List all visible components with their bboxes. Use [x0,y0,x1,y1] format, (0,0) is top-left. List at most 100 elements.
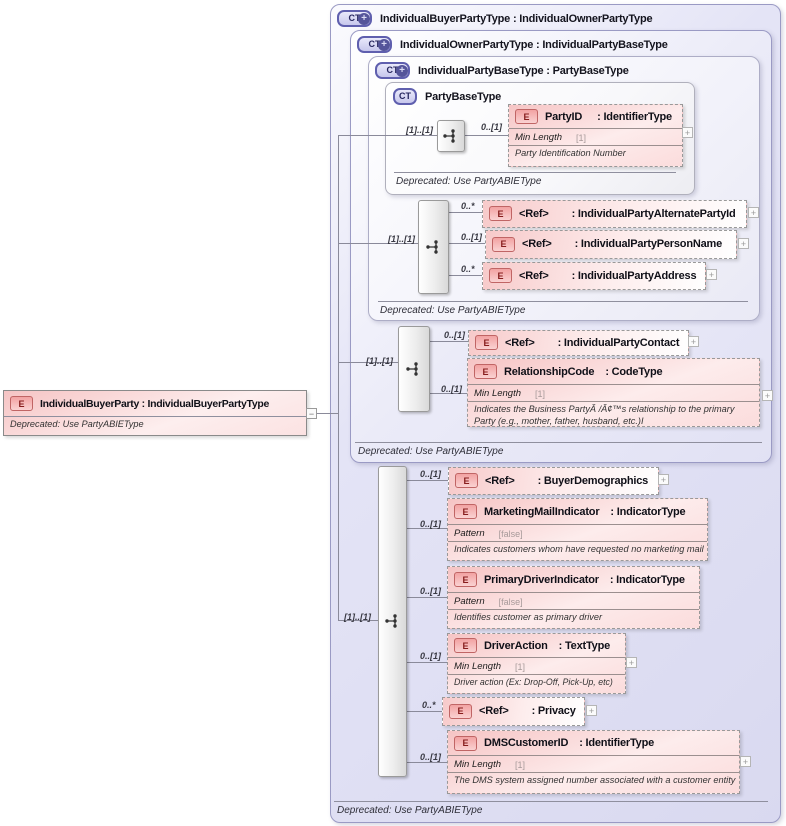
ct-title: IndividualPartyBaseType : PartyBaseType [418,64,629,77]
expand-button[interactable]: + [658,474,669,485]
element-icon: E [454,735,477,751]
deprecated-note: Deprecated: Use PartyABIEType [394,172,676,187]
element-header: E PartyID : IdentifierType [509,105,682,128]
cardinality-label: 0..[1] [444,330,466,340]
element-type: : IndividualPartyAddress [571,269,697,282]
element-name: <Ref> [519,269,549,282]
connector-line [447,275,482,276]
element-dms-customer-id[interactable]: E DMSCustomerID : IdentifierType Min Len… [447,730,740,794]
ct-title: IndividualOwnerPartyType : IndividualPar… [400,38,668,51]
sequence-icon [443,129,455,143]
element-type: : IndicatorType [609,573,685,586]
element-header: E <Ref> : BuyerDemographics [449,468,658,493]
facet-value: [false] [498,528,523,539]
element-header: E <Ref> : Privacy [443,698,584,724]
element-ref-address[interactable]: E <Ref> : IndividualPartyAddress [482,262,706,290]
element-name: RelationshipCode [504,365,595,378]
cardinality-label: 0..[1] [420,469,442,479]
expand-button[interactable]: + [586,705,597,716]
expand-button[interactable]: + [762,390,773,401]
element-description: Party Identification Number [509,145,682,162]
connector-line [338,135,437,136]
connector-line [428,341,468,342]
expand-button[interactable]: + [682,127,693,138]
facet-row: Pattern [false] [448,592,699,609]
connector-line [317,413,339,414]
element-description: The DMS system assigned number associate… [448,772,739,789]
element-icon: E [515,109,538,124]
connector-trunk [338,135,339,621]
collapse-button[interactable]: − [306,408,317,419]
derived-plus-icon: + [378,38,390,51]
expand-button[interactable]: + [706,269,717,280]
deprecated-note: Deprecated: Use PartyABIEType [378,301,748,316]
element-driver-action[interactable]: E DriverAction : TextType Min Length [1]… [447,633,626,694]
element-name: MarketingMailIndicator [484,505,600,518]
element-type: : IndividualPartyAlternatePartyId [571,207,736,220]
element-header: E IndividualBuyerParty : IndividualBuyer… [4,391,306,416]
element-ref-person-name[interactable]: E <Ref> : IndividualPartyPersonName [485,230,737,259]
element-type: : CodeType [605,365,663,378]
facet-row: Pattern [false] [448,524,707,541]
expand-button[interactable]: + [626,657,637,668]
element-icon: E [10,396,33,411]
element-name: DriverAction [484,639,548,652]
connector-line [447,212,482,213]
element-individual-buyer-party[interactable]: E IndividualBuyerParty : IndividualBuyer… [3,390,307,436]
element-header: E DMSCustomerID : IdentifierType [448,731,739,755]
facet-row: Min Length [1] [509,128,682,145]
element-primary-driver-indicator[interactable]: E PrimaryDriverIndicator : IndicatorType… [447,566,700,629]
element-name: <Ref> [505,336,535,349]
cardinality-label: 0..[1] [461,232,483,242]
derived-plus-icon: + [358,12,370,25]
element-ref-contact[interactable]: E <Ref> : IndividualPartyContact [468,330,689,356]
element-name: <Ref> [479,705,509,717]
element-title: IndividualBuyerParty : IndividualBuyerPa… [40,397,270,410]
element-header: E RelationshipCode : CodeType [468,359,759,384]
element-ref-buyer-demographics[interactable]: E <Ref> : BuyerDemographics [448,467,659,495]
complextype-icon: CT+ [375,62,410,79]
element-marketing-mail-indicator[interactable]: E MarketingMailIndicator : IndicatorType… [447,498,708,561]
element-icon: E [455,473,478,488]
element-type: : IndicatorType [610,505,686,518]
facet-label: Pattern [454,528,485,539]
element-ref-privacy[interactable]: E <Ref> : Privacy [442,697,585,726]
element-type: : IdentifierType [597,110,672,123]
cardinality-label: 0..[1] [420,752,442,762]
cardinality-label: 0..[1] [420,586,442,596]
element-header: E <Ref> : IndividualPartyAddress [483,263,705,288]
complextype-icon: CT+ [337,10,372,27]
facet-value: [false] [498,596,523,607]
expand-button[interactable]: + [740,756,751,767]
connector-line [405,662,447,663]
facet-label: Pattern [454,596,485,607]
element-description: Driver action (Ex: Drop-Off, Pick-Up, et… [448,674,625,691]
element-header: E <Ref> : IndividualPartyPersonName [486,231,736,257]
sequence-compositor[interactable] [378,466,407,777]
element-ref-alternate-party-id[interactable]: E <Ref> : IndividualPartyAlternatePartyI… [482,200,747,228]
element-type: : IndividualPartyContact [557,336,680,349]
element-party-id[interactable]: E PartyID : IdentifierType Min Length [1… [508,104,683,167]
connector-line [447,243,485,244]
sequence-compositor[interactable] [398,326,430,412]
cardinality-label: 0..[1] [420,519,442,529]
ct-header: CT PartyBaseType [393,88,501,105]
element-icon: E [454,504,477,519]
connector-line [405,597,447,598]
element-relationship-code[interactable]: E RelationshipCode : CodeType Min Length… [467,358,760,427]
facet-value: [1] [515,759,526,770]
sequence-icon [406,362,418,376]
sequence-compositor[interactable] [418,200,449,294]
expand-button[interactable]: + [738,238,749,249]
element-icon: E [489,206,512,221]
sequence-compositor[interactable] [437,120,465,152]
element-name: PartyID [545,110,583,123]
facet-row: Min Length [1] [448,657,625,674]
connector-line [338,243,418,244]
cardinality-label: 0..* [461,201,475,211]
expand-button[interactable]: + [688,336,699,347]
element-icon: E [489,268,512,283]
element-name: <Ref> [519,207,549,220]
expand-button[interactable]: + [748,207,759,218]
